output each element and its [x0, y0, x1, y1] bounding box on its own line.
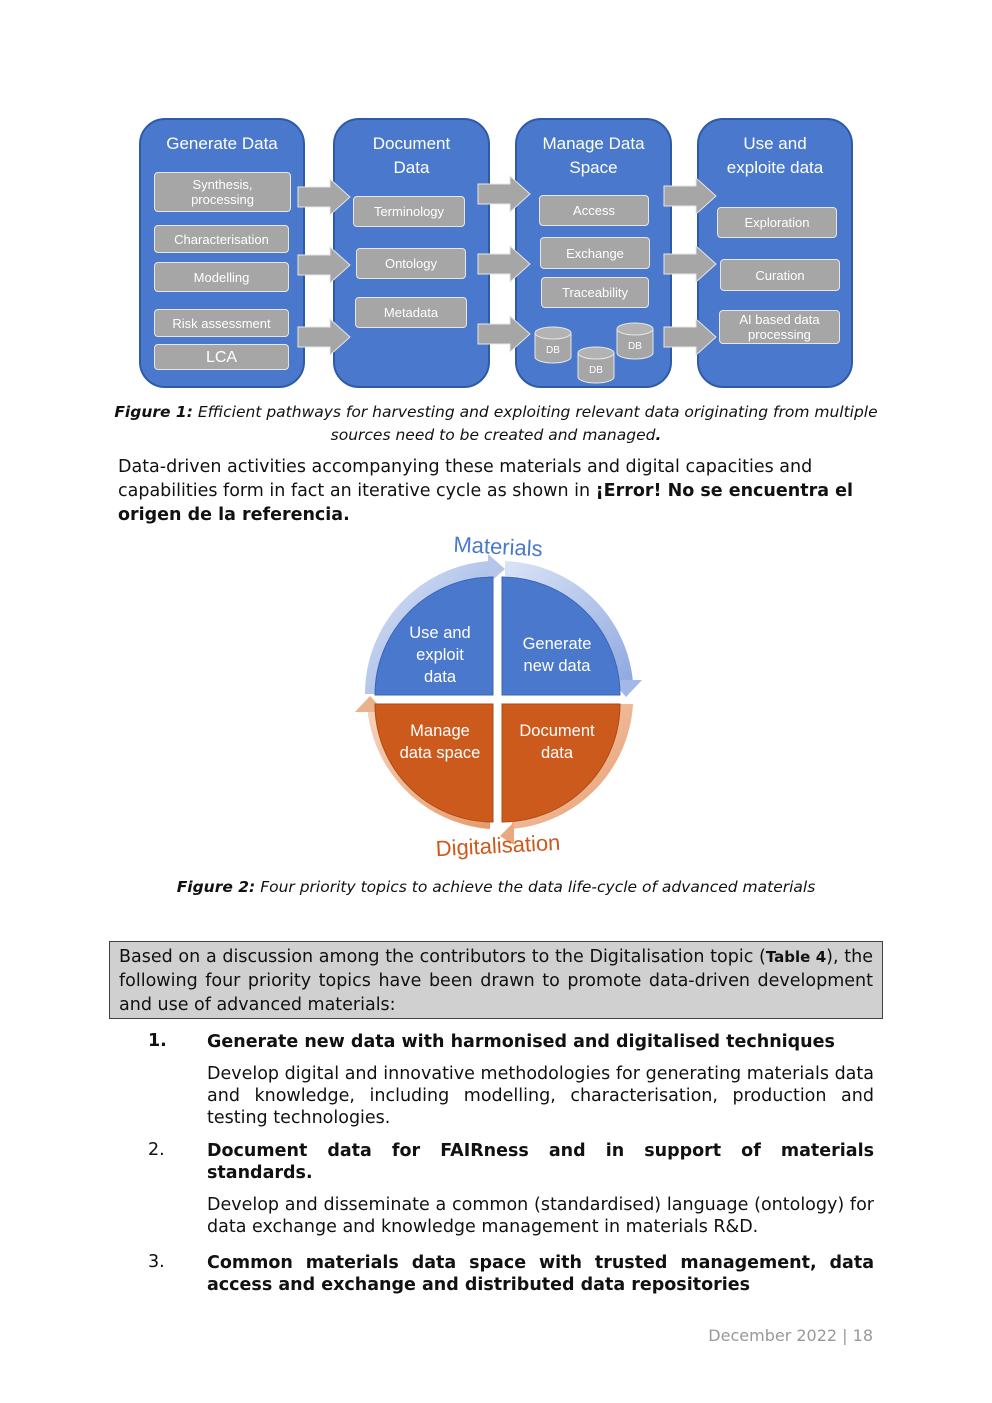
caption-text: Four priority topics to achieve the data…: [255, 878, 816, 896]
quadrant-top-right: [501, 576, 621, 696]
footer-separator: |: [837, 1326, 853, 1345]
list-number: 2.: [148, 1140, 165, 1160]
figure-2-caption: Figure 2: Four priority topics to achiev…: [110, 876, 882, 899]
item-exploration: Exploration: [717, 207, 837, 238]
caption-text: Efficient pathways for harvesting and ex…: [192, 403, 878, 444]
highlight-box: Based on a discussion among the contribu…: [109, 941, 883, 1019]
right-arrow-icon: [297, 246, 351, 284]
list-heading: Generate new data with harmonised and di…: [207, 1032, 835, 1052]
page-number: 18: [852, 1326, 873, 1345]
quadrant-bottom-right: [501, 703, 621, 823]
item-synthesis: Synthesis, processing: [154, 172, 291, 212]
arrowhead: [500, 822, 514, 845]
error-reference: ¡Error! No se encuentra el origen de la …: [118, 481, 853, 525]
column-use-and-exploite-data: Use and exploite data: [697, 118, 853, 388]
right-arrow-icon: [477, 175, 531, 213]
database-icon: DB: [616, 322, 654, 360]
caption-label: Figure 1:: [114, 403, 193, 421]
label-materials: Materials: [452, 531, 544, 562]
item-traceability: Traceability: [541, 277, 649, 308]
db-label: DB: [628, 341, 642, 352]
item-modelling: Modelling: [154, 262, 289, 292]
right-arrow-icon: [297, 318, 351, 356]
right-arrow-icon: [663, 177, 717, 215]
right-arrow-icon: [477, 315, 531, 353]
db-label: DB: [589, 365, 603, 376]
quadrant-top-left: [374, 576, 494, 696]
quadrant-label-use-and-exploit: Use and exploit data: [409, 624, 471, 686]
table-reference: Table 4: [765, 948, 827, 966]
quadrant-label-manage: Manage data space: [399, 722, 481, 762]
item-metadata: Metadata: [355, 297, 467, 328]
column-title: Manage Data Space: [542, 134, 645, 177]
caption-end: .: [655, 426, 662, 444]
page-footer: December 2022 | 18: [600, 1326, 873, 1345]
quadrant-label-generate: Generate new data: [522, 635, 592, 675]
item-lca: LCA: [154, 344, 289, 370]
column-title: Generate Data: [166, 134, 278, 153]
database-icon: DB: [577, 346, 615, 384]
database-icon: DB: [534, 326, 572, 364]
quadrant-label-document: Document data: [519, 722, 595, 762]
item-ontology: Ontology: [356, 248, 466, 279]
right-arrow-icon: [297, 178, 351, 216]
item-curation: Curation: [720, 259, 840, 291]
right-arrow-icon: [663, 245, 717, 283]
item-terminology: Terminology: [353, 196, 465, 227]
list-number: 3.: [148, 1252, 165, 1272]
arrowhead: [488, 554, 505, 584]
cycle-arrow-top-right: [505, 561, 633, 682]
quadrant-bottom-left: [374, 703, 494, 823]
list-body: Develop and disseminate a common (standa…: [207, 1195, 874, 1237]
item-risk-assessment: Risk assessment: [154, 309, 289, 337]
list-heading: Common materials data space with trusted…: [207, 1253, 874, 1295]
footer-date: December 2022: [708, 1326, 838, 1345]
column-title: Use and exploite data: [726, 134, 824, 177]
list-body: Develop digital and innovative methodolo…: [207, 1064, 874, 1128]
item-ai-based-data-processing: AI based data processing: [719, 310, 840, 344]
item-exchange: Exchange: [540, 237, 650, 269]
item-characterisation: Characterisation: [154, 225, 289, 253]
figure-1-caption: Figure 1: Efficient pathways for harvest…: [110, 401, 882, 447]
box-text-before: Based on a discussion among the contribu…: [119, 947, 766, 967]
paragraph: Data-driven activities accompanying thes…: [118, 455, 874, 527]
paragraph-text: Data-driven activities accompanying thes…: [118, 457, 813, 501]
db-label: DB: [546, 345, 560, 356]
figure-2-cycle-diagram: [355, 554, 642, 845]
right-arrow-icon: [663, 318, 717, 356]
column-title: Document Data: [372, 134, 451, 177]
right-arrow-icon: [477, 245, 531, 283]
caption-label: Figure 2:: [176, 878, 256, 896]
column-generate-data: Generate Data: [139, 118, 305, 388]
item-access: Access: [539, 195, 649, 226]
list-number: 1.: [148, 1031, 167, 1051]
box-text-after: ), the following four priority topics ha…: [119, 947, 873, 1015]
list-heading: Document data for FAIRness and in suppor…: [207, 1141, 874, 1183]
